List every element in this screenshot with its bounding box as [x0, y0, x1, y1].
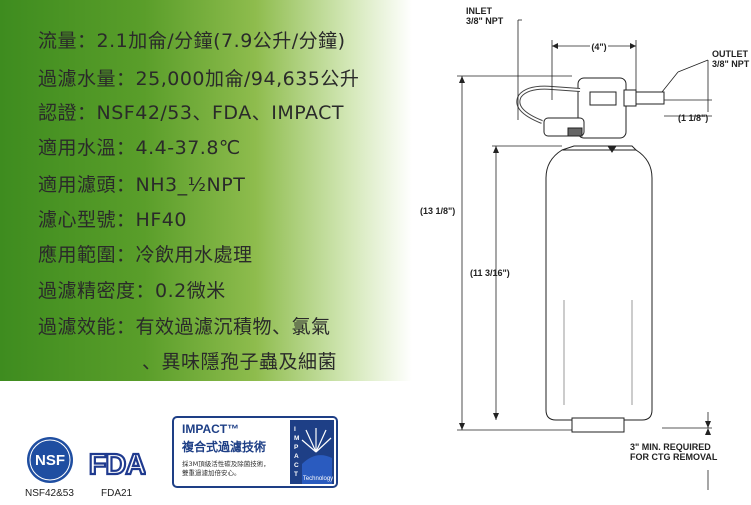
- spec-separator: ：: [116, 68, 136, 90]
- impact-letter: P: [294, 444, 299, 451]
- spec-value: NSF42/53、FDA、IMPACT: [96, 102, 344, 124]
- spec-label: 過濾精密度: [38, 280, 136, 302]
- fda-logo-text: FDA: [89, 449, 146, 481]
- sunburst-icon: [301, 428, 332, 453]
- inlet-size-label: 3/8" NPT: [466, 16, 504, 26]
- impact-letter: I: [294, 426, 296, 433]
- outlet-label: OUTLET: [712, 49, 748, 59]
- spec-value: 有效過濾沉積物、氯氣: [135, 316, 331, 338]
- spec-label: 流量: [38, 30, 78, 52]
- inlet-label: INLET: [466, 6, 493, 16]
- spec-value: 2.1加侖/分鐘(7.9公升/分鐘): [96, 30, 346, 52]
- specifications-panel: 流量：2.1加侖/分鐘(7.9公升/分鐘) 過濾水量：25,000加侖/94,6…: [0, 0, 412, 381]
- spec-label: 濾心型號: [38, 209, 117, 231]
- dimension-arrowheads: [459, 43, 711, 435]
- width-dimension-label: (4"): [591, 42, 606, 52]
- spec-row-performance: 過濾效能：有效過濾沉積物、氯氣: [38, 312, 331, 339]
- spec-label: 認證: [38, 102, 78, 124]
- spec-row-capacity: 過濾水量：25,000加侖/94,635公升: [38, 64, 359, 91]
- spec-label: 適用水溫: [38, 137, 117, 159]
- spec-value: 25,000加侖/94,635公升: [135, 68, 360, 90]
- fda-logo: FDA: [88, 448, 146, 481]
- spec-separator: ：: [77, 102, 97, 124]
- spec-value: 0.2微米: [155, 280, 226, 302]
- filter-head: [516, 77, 665, 139]
- fda-caption: FDA21: [101, 488, 133, 499]
- spec-separator: ：: [116, 316, 136, 338]
- spec-separator: ：: [116, 137, 136, 159]
- spec-value: NH3_½NPT: [135, 174, 246, 196]
- impact-title: IMPACT™: [182, 422, 240, 436]
- spec-value: 冷飲用水處理: [135, 244, 253, 266]
- impact-note-line-2: 雙重過濾加倍安心。: [182, 469, 241, 477]
- spec-row-cartridge-model: 濾心型號：HF40: [38, 205, 187, 232]
- spec-row-performance-continued: 、異味隱孢子蟲及細菌: [142, 351, 338, 373]
- dimension-lines: [457, 19, 712, 490]
- impact-letter: A: [294, 453, 299, 460]
- spec-separator: ：: [135, 280, 156, 302]
- removal-clearance-label-2: FOR CTG REMOVAL: [630, 452, 718, 462]
- spec-row-precision: 過濾精密度：0.2微米: [38, 276, 226, 303]
- removal-clearance-label: 3" MIN. REQUIRED: [630, 442, 711, 452]
- outlet-size-label: 3/8" NPT: [712, 59, 750, 69]
- impact-badge: IMPACT™ 複合式過濾技術 採3M頂級活性碳及除菌技術， 雙重過濾加倍安心。…: [172, 416, 338, 488]
- spec-row-temperature: 適用水溫：4.4-37.8℃: [38, 133, 241, 160]
- spec-label: 應用範圍: [38, 244, 117, 266]
- filter-dimension-diagram: INLET 3/8" NPT OUTLET 3/8" NPT (4") (1 1…: [420, 6, 750, 490]
- spec-label: 過濾效能: [38, 316, 117, 338]
- spec-separator: ：: [116, 244, 136, 266]
- spec-separator: ：: [116, 209, 136, 231]
- nsf-logo: NSF: [27, 437, 73, 483]
- nsf-caption: NSF42&53: [25, 488, 74, 499]
- spec-label: 適用濾頭: [38, 174, 117, 196]
- impact-letter: M: [294, 435, 299, 442]
- spec-row-flow-rate: 流量：2.1加侖/分鐘(7.9公升/分鐘): [38, 26, 346, 53]
- certification-badges: NSF NSF42&53 FDA FDA21 IMPACT™ 複合式過濾技術 採…: [0, 395, 412, 505]
- spec-label: 過濾水量: [38, 68, 117, 90]
- body-height-dimension-label: (11 3/16"): [470, 268, 510, 278]
- spec-separator: ：: [77, 30, 97, 52]
- filter-cartridge: [545, 145, 653, 433]
- spec-row-filter-head: 適用濾頭：NH3_½NPT: [38, 170, 245, 197]
- offset-dimension-label: (1 1/8"): [678, 113, 708, 123]
- impact-technology-emblem: I M P A C T Technology: [290, 420, 334, 484]
- spec-row-application: 應用範圍：冷飲用水處理: [38, 240, 253, 267]
- impact-letter: C: [294, 462, 299, 469]
- nsf-logo-text: NSF: [35, 452, 65, 469]
- spec-separator: ：: [116, 174, 136, 196]
- spec-value: 4.4-37.8℃: [135, 137, 241, 159]
- impact-letter: T: [294, 471, 298, 478]
- impact-subtitle: 複合式過濾技術: [182, 440, 267, 454]
- spec-row-certification: 認證：NSF42/53、FDA、IMPACT: [38, 98, 344, 125]
- total-height-dimension-label: (13 1/8"): [420, 206, 455, 216]
- impact-note-line-1: 採3M頂級活性碳及除菌技術，: [182, 460, 270, 468]
- spec-value: HF40: [135, 209, 187, 231]
- impact-technology-word: Technology: [303, 476, 333, 482]
